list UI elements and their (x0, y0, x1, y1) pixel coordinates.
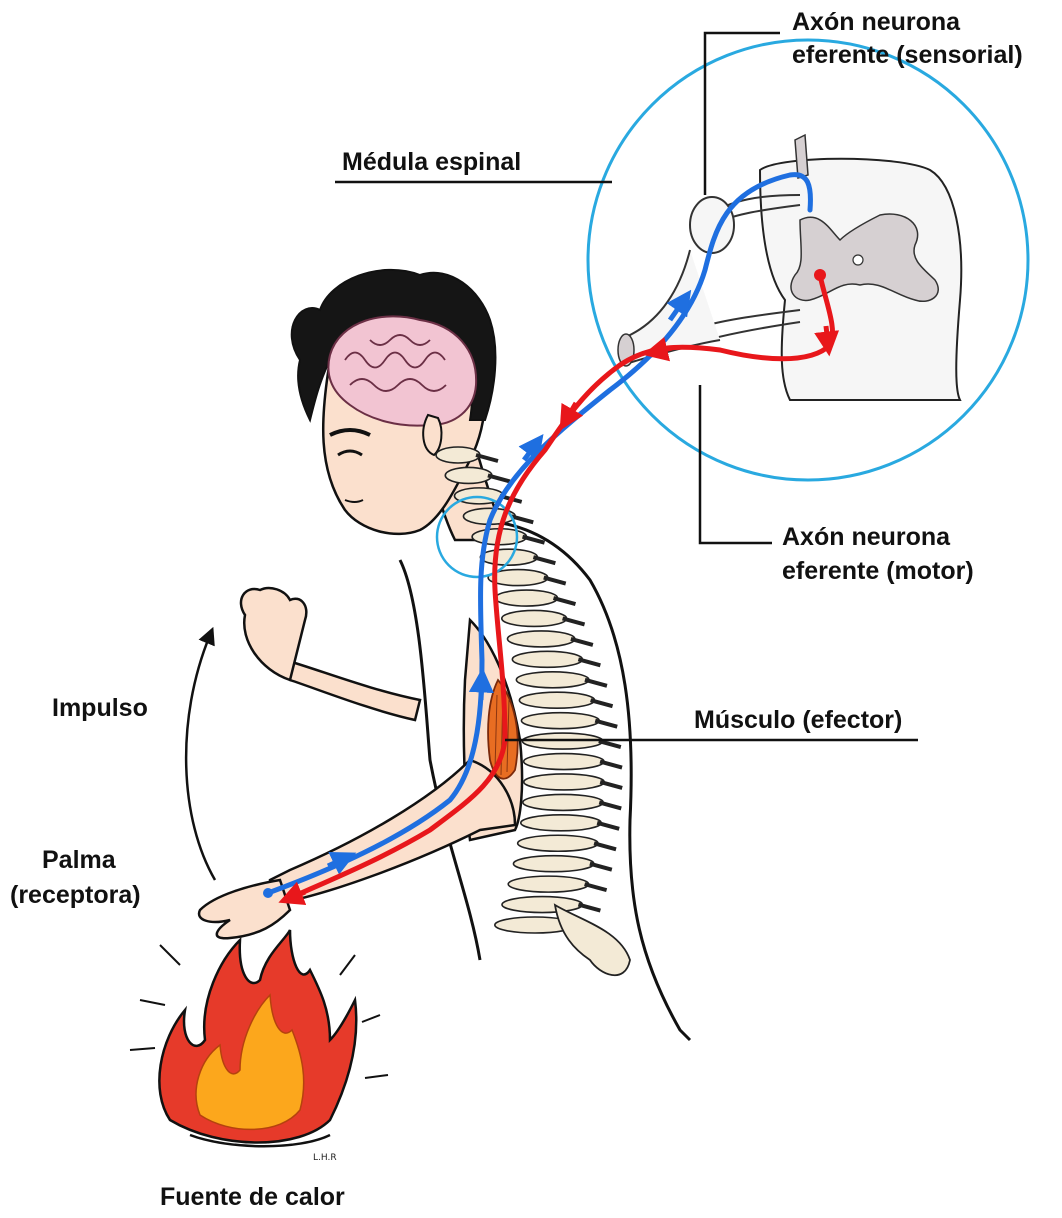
label-palm-line2: (receptora) (10, 881, 141, 909)
vertebra (518, 835, 598, 851)
label-axon-motor-line1: Axón neurona (782, 523, 951, 551)
vertebra (521, 815, 601, 831)
spinous-process (600, 762, 622, 768)
motor-arrow-1 (826, 326, 828, 344)
spinous-process (599, 802, 621, 808)
vertebra (507, 631, 574, 647)
spinous-process (585, 884, 607, 890)
spinous-process (597, 823, 619, 829)
vertebra (523, 794, 603, 810)
vertebra (524, 754, 604, 770)
raised-forearm (285, 660, 420, 720)
label-impulse: Impulso (52, 694, 148, 722)
vertebra (513, 856, 593, 872)
artist-signature: L.H.R (313, 1153, 337, 1163)
ear (423, 415, 441, 455)
label-spinal-cord: Médula espinal (342, 148, 521, 176)
vertebra (436, 447, 480, 463)
spinous-process (578, 659, 600, 665)
heat-source-fire: L.H.R (130, 930, 388, 1163)
vertebra (519, 692, 594, 708)
spinous-process (591, 700, 613, 706)
sensory-arrow-2 (481, 680, 482, 700)
vertebra (502, 897, 582, 913)
spinous-process (578, 905, 600, 911)
vertebra (521, 713, 599, 729)
receptor-dot (263, 888, 273, 898)
spinous-process (571, 639, 593, 645)
spinous-process (585, 680, 607, 686)
spinous-process (594, 843, 616, 849)
spinous-process (544, 578, 566, 584)
spinous-process (600, 782, 622, 788)
label-axon-motor-line2: eferente (motor) (782, 557, 974, 585)
impulse-arrow (186, 635, 215, 880)
label-muscle: Músculo (efector) (694, 706, 902, 734)
cord-top-stub (795, 135, 808, 178)
vertebra (524, 774, 604, 790)
central-canal (853, 255, 863, 265)
spinous-process (590, 864, 612, 870)
motor-origin-dot (814, 269, 826, 281)
spinal-cord-zoom (588, 40, 1028, 480)
vertebra (445, 467, 492, 483)
vertebra (508, 876, 588, 892)
vertebra (495, 590, 557, 606)
label-axon-sensory-line1: Axón neurona (792, 8, 961, 36)
label-heat-source: Fuente de calor (160, 1183, 345, 1211)
spinous-process (599, 741, 621, 747)
vertebra (502, 610, 567, 626)
sacrum (555, 905, 630, 975)
label-axon-sensory-line2: eferente (sensorial) (792, 41, 1023, 69)
spinous-process (553, 598, 575, 604)
vertebra (512, 651, 582, 667)
spinous-process (595, 721, 617, 727)
spinous-process (533, 557, 555, 563)
spinous-process (563, 618, 585, 624)
label-palm-line1: Palma (42, 846, 117, 874)
vertebra (516, 672, 589, 688)
